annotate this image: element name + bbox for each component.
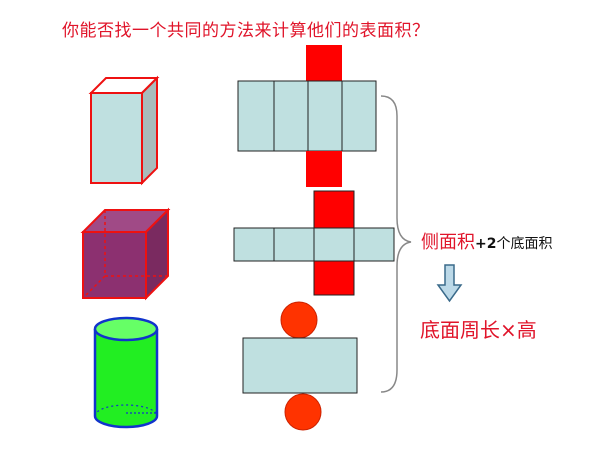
- formula-text: 底面周长×高: [420, 318, 537, 342]
- cube-3d: [80, 207, 171, 301]
- cube-net: [233, 190, 395, 296]
- prism-net: [237, 45, 377, 187]
- lateral-area-part3: 个底面积: [496, 236, 553, 252]
- slide-question: 你能否找一个共同的方法来计算他们的表面积？: [62, 21, 430, 41]
- lateral-area-text: 侧面积+2个底面积: [421, 228, 552, 254]
- down-arrow-icon: [436, 264, 463, 303]
- lateral-area-part1: 侧面积: [421, 232, 475, 253]
- right-brace-icon: [380, 95, 412, 393]
- cylinder-net: [242, 301, 358, 431]
- rectangular-prism-3d: [88, 75, 160, 186]
- cylinder-3d: [93, 316, 159, 429]
- lateral-area-part2: +2: [475, 236, 497, 252]
